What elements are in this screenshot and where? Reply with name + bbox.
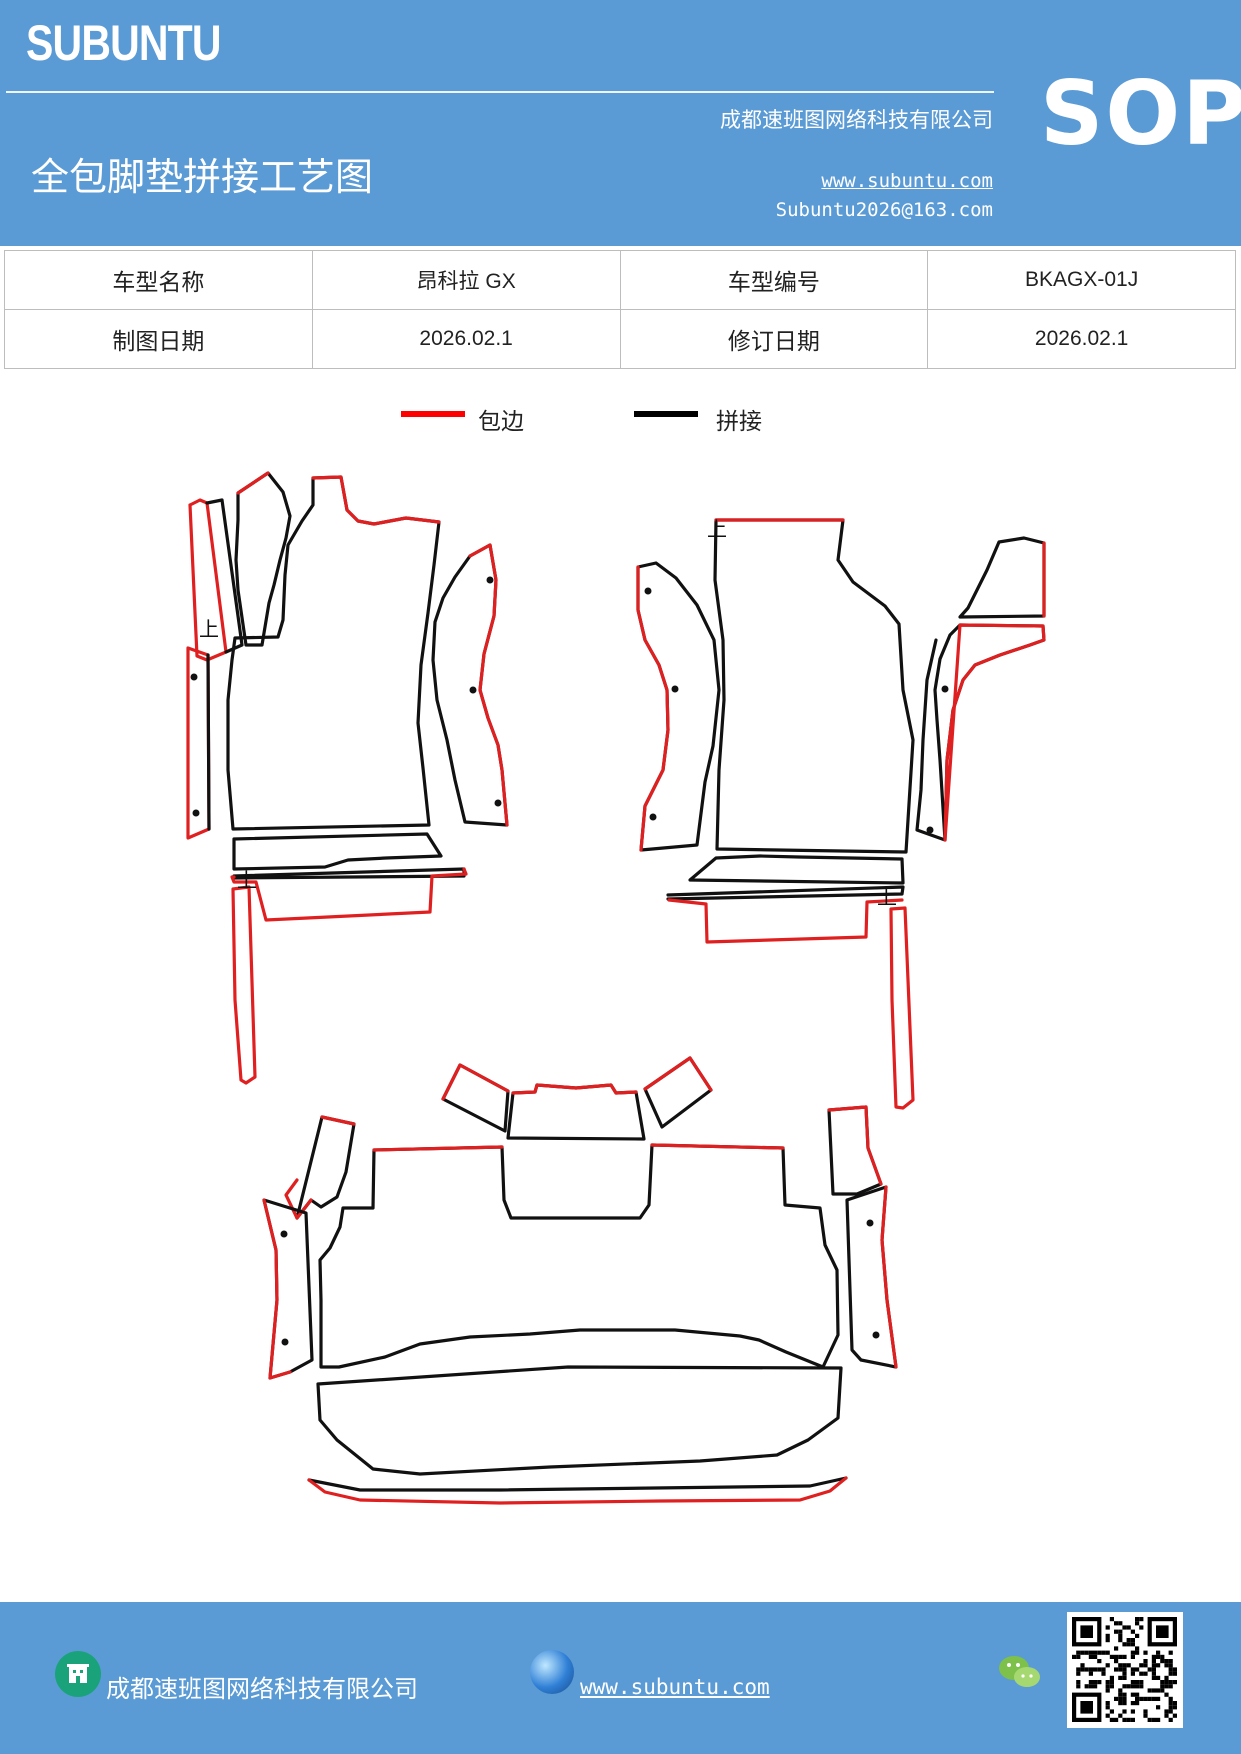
rear-right-quarter-edge (880, 1185, 898, 1369)
fl-sill-edge (230, 867, 468, 922)
floor-mat-diagram: 上 上 上 上 (186, 471, 1046, 1505)
up-marker: 上 (707, 517, 727, 541)
fr-door-piece (636, 561, 721, 852)
table-row: 制图日期 2026.02.1 修订日期 2026.02.1 (4, 309, 1236, 369)
fl-main-mat (226, 475, 441, 831)
rear-right-side (827, 1105, 883, 1196)
sop-badge: SOP (1040, 62, 1241, 165)
fr-main-mat (713, 518, 915, 854)
email-address: Subuntu2026@163.com (775, 199, 993, 221)
seam-dots (190, 576, 949, 1346)
fl-rail-seam (206, 653, 211, 831)
fr-threshold (666, 885, 905, 901)
brand-logo: SUBUNTU (26, 15, 222, 71)
orientation-markers: 上 上 上 上 (199, 517, 897, 909)
fl-bottom-strip (232, 832, 443, 871)
info-table: 车型名称 昂科拉 GX 车型编号 BKAGX-01J 制图日期 2026.02.… (4, 250, 1236, 369)
fl-main-mat-edge (311, 475, 441, 526)
rear-main-mat-edge (372, 1143, 785, 1152)
building-icon (55, 1651, 101, 1697)
fl-threshold (232, 867, 466, 880)
header-banner (0, 0, 1241, 246)
label-model-code: 车型编号 (619, 250, 929, 310)
label-draw-date: 制图日期 (4, 309, 313, 369)
legend-swatch-edge (401, 411, 465, 417)
rear-center-tunnel-edge (511, 1083, 638, 1095)
rear-right-side-edge (827, 1105, 883, 1186)
fr-bottom-strip (688, 854, 905, 885)
rear-left-quarter-edge (262, 1198, 292, 1380)
rear-back-strip (307, 1476, 848, 1492)
legend-label-seam: 拼接 (716, 409, 762, 435)
label-revise-date: 修订日期 (619, 309, 929, 369)
fr-rocker-edge (889, 906, 915, 1110)
footer-company-name: 成都速班图网络科技有限公司 (106, 1675, 418, 1703)
rear-mat-group (262, 1056, 898, 1505)
value-revise-date: 2026.02.1 (927, 309, 1236, 369)
rear-left-side (295, 1115, 356, 1220)
up-marker: 上 (199, 617, 219, 641)
rear-left-flap-edge (441, 1063, 510, 1101)
fl-sliver (234, 471, 292, 647)
wechat-icon[interactable] (996, 1652, 1044, 1692)
page-title: 全包脚垫拼接工艺图 (31, 155, 374, 199)
website-link[interactable]: www.subuntu.com (821, 170, 993, 192)
rear-right-quarter (845, 1185, 898, 1369)
front-left-mat-group (186, 471, 509, 1085)
fr-side-rail (915, 623, 1046, 842)
globe-icon (530, 1650, 574, 1694)
rear-right-flap (643, 1056, 713, 1129)
value-model-code: BKAGX-01J (927, 250, 1236, 310)
fl-sliver-edge (236, 471, 270, 495)
footer-website-link[interactable]: www.subuntu.com (580, 1675, 770, 1699)
company-name: 成都速班图网络科技有限公司 (720, 108, 993, 132)
qr-code (1067, 1612, 1183, 1728)
rear-seat-panel (316, 1365, 843, 1476)
fr-sill-edge (667, 898, 904, 944)
fr-door-edge (636, 565, 670, 852)
legend: 包边 拼接 (0, 400, 1241, 440)
fr-side-rail-edge (943, 623, 1046, 842)
value-model-name: 昂科拉 GX (311, 250, 621, 310)
fl-door-edge (478, 543, 509, 827)
legend-label-edge: 包边 (478, 409, 524, 435)
value-draw-date: 2026.02.1 (311, 309, 621, 369)
up-marker: 上 (237, 868, 257, 892)
legend-swatch-seam (634, 411, 698, 417)
fr-upper-flap (958, 536, 1046, 619)
label-model-name: 车型名称 (4, 250, 313, 310)
fl-door-edge-top (468, 543, 492, 558)
rear-main-mat (318, 1143, 840, 1369)
up-marker: 上 (877, 885, 897, 909)
rear-back-strip-edge (307, 1476, 848, 1505)
front-right-mat-group (636, 518, 1046, 1110)
rear-right-flap-edge (643, 1056, 713, 1092)
header-divider (6, 91, 994, 93)
table-row: 车型名称 昂科拉 GX 车型编号 BKAGX-01J (4, 250, 1236, 310)
fl-rocker-edge (231, 885, 257, 1085)
rear-left-side-edge (284, 1115, 356, 1220)
